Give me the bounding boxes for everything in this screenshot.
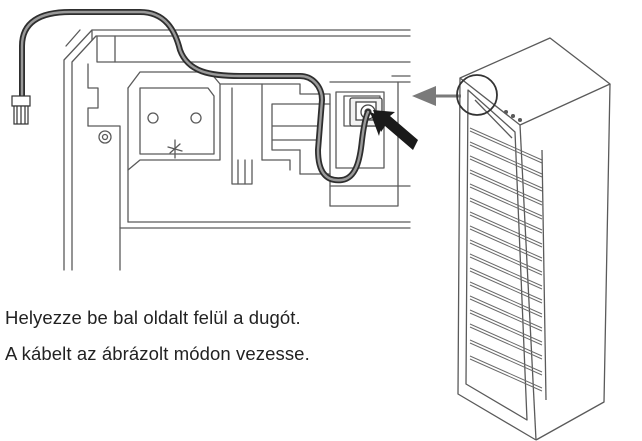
screw-hole (98, 130, 112, 144)
instruction-line-1: Helyezze be bal oldalt felül a dugót. (5, 307, 301, 328)
plug-connector-icon (11, 95, 31, 125)
push-arrow-icon (370, 110, 418, 150)
arrow-left-icon (412, 86, 461, 106)
cabinet-shelves (469, 127, 543, 392)
bracket-hole-right (190, 112, 202, 124)
bracket-hole-left (147, 112, 159, 124)
detail-view (63, 29, 411, 271)
wine-cabinet-icon (457, 37, 611, 441)
detail-circle-icon (456, 74, 498, 116)
cable (19, 9, 371, 184)
instruction-line-2: A kábelt az ábrázolt módon vezesse. (5, 343, 310, 364)
